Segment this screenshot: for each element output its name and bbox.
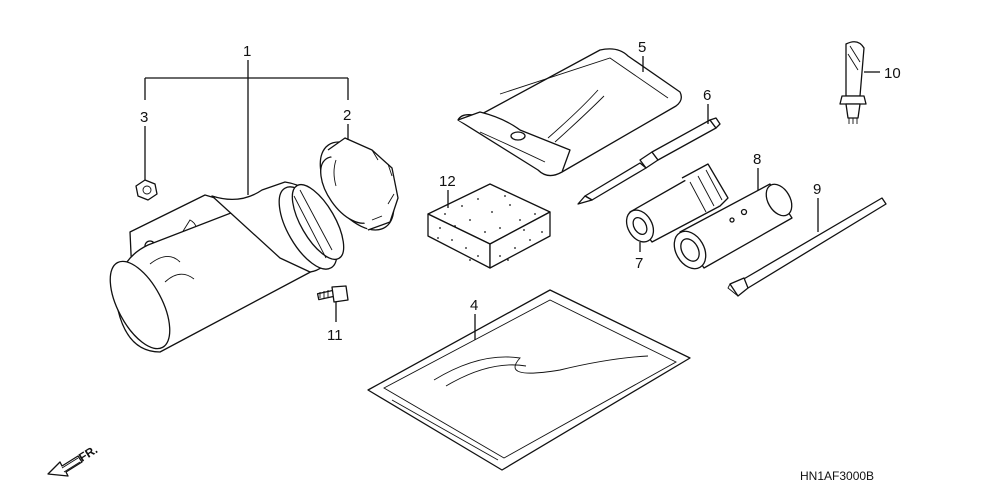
part-5-tool-bag [457, 48, 682, 177]
callout-6: 6 [703, 87, 711, 104]
callout-2: 2 [343, 107, 351, 124]
callout-labels: 1 2 3 4 5 6 7 8 9 10 11 12 [140, 39, 901, 344]
part-2-cap [319, 137, 399, 231]
callout-9: 9 [813, 181, 821, 198]
callout-11: 11 [327, 327, 343, 344]
part-1-tool-box [109, 181, 345, 353]
callout-3: 3 [140, 109, 148, 126]
part-6-screwdriver [577, 117, 721, 205]
part-4-manual [367, 289, 691, 471]
callout-4: 4 [470, 297, 478, 314]
part-8-box-spanner [673, 183, 793, 270]
callout-10: 10 [884, 65, 901, 82]
diagram-code: HN1AF3000B [800, 469, 874, 483]
callout-1: 1 [243, 43, 251, 60]
part-12-sponge [427, 183, 551, 269]
part-7-socket-wrench [625, 163, 729, 243]
callout-8: 8 [753, 151, 761, 168]
callout-12: 12 [439, 173, 456, 190]
callout-5: 5 [638, 39, 646, 56]
callout-7: 7 [635, 255, 643, 272]
part-11-bolt [316, 285, 349, 303]
leader-lines [144, 56, 880, 340]
part-9-bar [727, 197, 887, 297]
part-3-nut [135, 179, 158, 201]
front-arrow-icon: FR. [47, 442, 100, 477]
part-10-pin [839, 41, 867, 124]
